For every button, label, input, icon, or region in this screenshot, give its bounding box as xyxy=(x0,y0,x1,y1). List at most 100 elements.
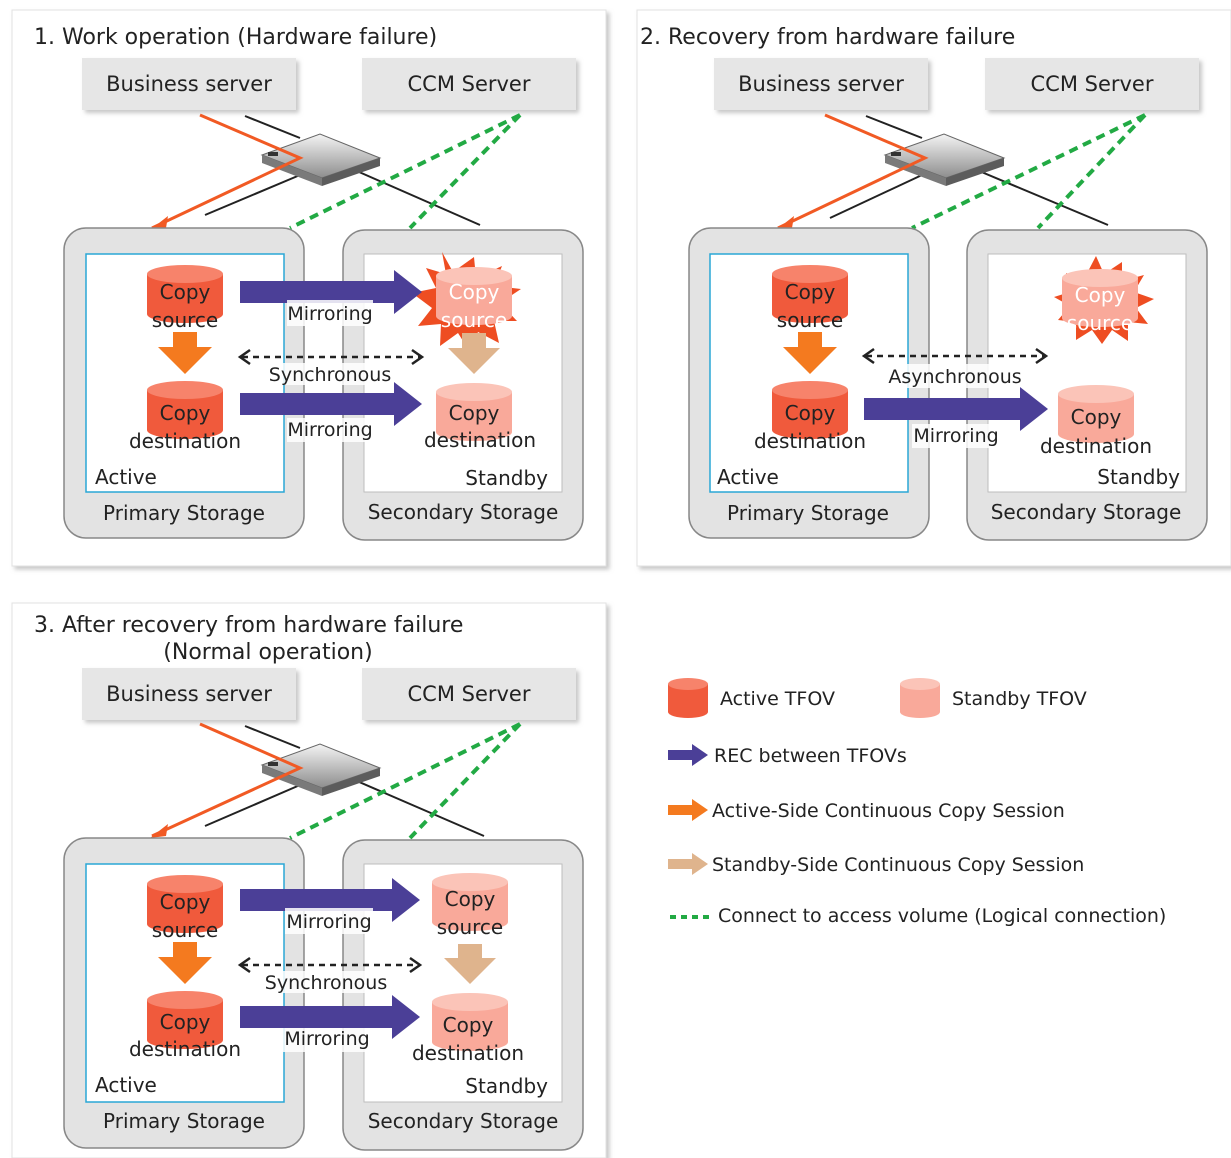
active-label: Active xyxy=(95,1073,157,1097)
copy-text: Copy xyxy=(160,890,211,914)
business-server-box xyxy=(714,58,928,110)
legend-standby-side: Standby-Side Continuous Copy Session xyxy=(668,853,1084,876)
logical-connection-lines xyxy=(911,113,1147,230)
network-switch-icon xyxy=(204,725,485,837)
business-access-line xyxy=(151,113,304,230)
active-volume-source: Copy source xyxy=(147,875,223,942)
logical-connection-lines xyxy=(289,113,522,230)
panel-1: 1. Work operation (Hardware failure) Bus… xyxy=(11,9,607,567)
legend-active-tfov-label: Active TFOV xyxy=(720,688,835,710)
standby-session-arrow xyxy=(448,333,500,374)
ccm-server-label: CCM Server xyxy=(408,72,531,96)
business-server-label: Business server xyxy=(106,72,272,96)
business-access-line xyxy=(151,722,304,838)
source-text: source xyxy=(777,308,843,332)
active-volume-source: Copy source xyxy=(772,265,848,332)
asynchronous-label: Asynchronous xyxy=(888,366,1021,388)
source-text: source xyxy=(152,918,218,942)
mirroring-label: Mirroring xyxy=(284,1028,369,1050)
active-session-arrow xyxy=(158,332,212,374)
business-access-line xyxy=(777,113,929,230)
ccm-server-box xyxy=(985,58,1199,110)
secondary-storage-label: Secondary Storage xyxy=(368,500,559,524)
mirroring-label: Mirroring xyxy=(287,303,372,325)
destination-text: destination xyxy=(1040,434,1152,458)
primary-storage-label: Primary Storage xyxy=(103,501,265,525)
legend-rec: REC between TFOVs xyxy=(668,744,907,767)
primary-storage-label: Primary Storage xyxy=(727,501,889,525)
synchronous-label: Synchronous xyxy=(269,364,391,386)
legend-connect: Connect to access volume (Logical connec… xyxy=(670,905,1166,927)
secondary-storage-label: Secondary Storage xyxy=(368,1109,559,1133)
business-server-label: Business server xyxy=(738,72,904,96)
panel-2-title: 2. Recovery from hardware failure xyxy=(640,25,1015,50)
legend-active-side-label: Active-Side Continuous Copy Session xyxy=(712,800,1065,822)
copy-text: Copy xyxy=(1075,283,1126,307)
copy-text: Copy xyxy=(785,280,836,304)
standby-volume-destination: Copy destination xyxy=(412,993,524,1065)
active-session-arrow xyxy=(158,942,212,984)
panel-2: 2. Recovery from hardware failure Busine… xyxy=(636,9,1231,567)
copy-text: Copy xyxy=(1071,405,1122,429)
rec-arrow-bottom xyxy=(864,387,1048,431)
legend-active-side: Active-Side Continuous Copy Session xyxy=(668,799,1065,822)
copy-text: Copy xyxy=(445,887,496,911)
ccm-server-label: CCM Server xyxy=(408,682,531,706)
logical-connection-lines xyxy=(289,722,522,840)
active-label: Active xyxy=(95,465,157,489)
legend-active-tfov: Active TFOV xyxy=(668,678,835,718)
active-label: Active xyxy=(717,465,779,489)
ccm-server-box xyxy=(362,58,576,110)
mirroring-label: Mirroring xyxy=(286,911,371,933)
legend-standby-tfov: Standby TFOV xyxy=(900,678,1087,718)
legend-standby-side-label: Standby-Side Continuous Copy Session xyxy=(712,854,1084,876)
active-volume-source: Copy source xyxy=(147,265,223,332)
mirroring-label: Mirroring xyxy=(287,419,372,441)
rec-arrow-bottom xyxy=(240,382,422,426)
standby-label: Standby xyxy=(1097,465,1180,489)
source-text: source xyxy=(441,308,507,332)
legend-rec-label: REC between TFOVs xyxy=(714,745,907,767)
business-server-label: Business server xyxy=(106,682,272,706)
business-server-box xyxy=(82,58,296,110)
copy-text: Copy xyxy=(785,401,836,425)
copy-text: Copy xyxy=(449,280,500,304)
destination-text: destination xyxy=(412,1041,524,1065)
active-volume-destination: Copy destination xyxy=(754,381,866,453)
copy-text: Copy xyxy=(160,401,211,425)
synchronous-label: Synchronous xyxy=(265,972,387,994)
active-session-arrow xyxy=(783,332,837,374)
destination-text: destination xyxy=(129,1037,241,1061)
legend: Active TFOV Standby TFOV REC between TFO… xyxy=(668,678,1166,927)
active-volume-destination: Copy destination xyxy=(129,381,241,453)
standby-label: Standby xyxy=(465,1074,548,1098)
standby-volume-destination: Copy destination xyxy=(1040,385,1152,458)
source-text: source xyxy=(437,915,503,939)
secondary-storage-label: Secondary Storage xyxy=(991,500,1182,524)
mirroring-label: Mirroring xyxy=(913,425,998,447)
source-text: source xyxy=(1067,311,1133,335)
panel-3-title-line1: 3. After recovery from hardware failure xyxy=(34,613,463,638)
source-text: source xyxy=(152,308,218,332)
standby-volume-destination: Copy destination xyxy=(424,383,536,452)
destination-text: destination xyxy=(129,429,241,453)
copy-text: Copy xyxy=(449,401,500,425)
standby-label: Standby xyxy=(465,466,548,490)
copy-text: Copy xyxy=(443,1013,494,1037)
legend-connect-label: Connect to access volume (Logical connec… xyxy=(718,905,1166,927)
active-volume-destination: Copy destination xyxy=(129,991,241,1061)
destination-text: destination xyxy=(424,428,536,452)
destination-text: destination xyxy=(754,429,866,453)
rec-arrow-top xyxy=(240,270,422,314)
standby-volume-source: Copy source xyxy=(436,267,512,332)
copy-text: Copy xyxy=(160,280,211,304)
network-switch-icon xyxy=(829,115,1109,226)
business-server-box xyxy=(82,668,296,720)
panel-1-title: 1. Work operation (Hardware failure) xyxy=(34,25,437,50)
standby-volume-source: Copy source xyxy=(432,873,508,939)
panel-3: 3. After recovery from hardware failure … xyxy=(11,602,607,1158)
network-switch-icon xyxy=(204,115,481,226)
ccm-server-box xyxy=(362,668,576,720)
panel-3-title-line2: (Normal operation) xyxy=(163,640,372,665)
